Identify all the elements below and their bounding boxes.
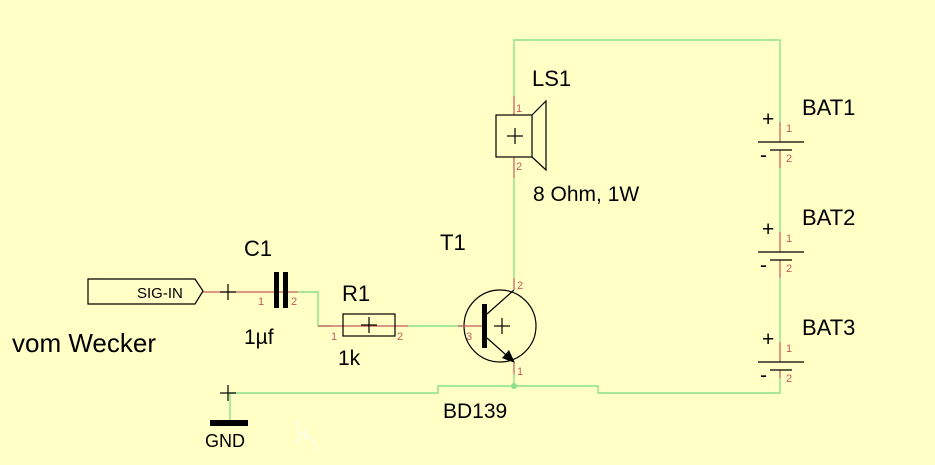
bat2-ref: BAT2	[802, 205, 855, 230]
sig-in-label: SIG-IN	[137, 285, 183, 302]
wire-c1-r1	[298, 291, 332, 327]
bat3-pin1: 1	[786, 343, 792, 355]
bat2-minus: -	[760, 254, 767, 277]
bat1-pin2: 2	[786, 153, 792, 165]
ls1-magnet	[495, 114, 533, 158]
c1-pin2: 2	[291, 296, 297, 308]
t1-pin3: 3	[466, 331, 472, 343]
r1-value: 1k	[338, 347, 361, 370]
battery-bat3: BAT3 + - 1 2	[758, 315, 855, 387]
gnd-bar	[210, 420, 248, 426]
ls1-ref: LS1	[532, 66, 571, 91]
bat3-plus: +	[762, 328, 774, 351]
ground-gnd: GND	[205, 385, 248, 451]
r1-body	[342, 313, 396, 337]
ls1-cone	[531, 99, 547, 172]
t1-collector-leg	[486, 289, 515, 315]
bat1-pin1: 1	[786, 123, 792, 135]
c1-ref: C1	[244, 236, 272, 261]
gnd-label: GND	[205, 431, 245, 451]
t1-base-bar	[482, 304, 487, 348]
c1-value: 1µf	[244, 326, 274, 349]
bat1-plus: +	[762, 108, 774, 131]
bat3-ref: BAT3	[802, 315, 855, 340]
bat2-pin1: 1	[786, 233, 792, 245]
capacitor-c1: C1 1 2 1µf	[244, 236, 298, 349]
bat1-minus: -	[760, 144, 767, 167]
wires	[229, 39, 781, 420]
bat2-plus: +	[762, 218, 774, 241]
resistor-r1: R1 1 2 1k	[318, 281, 408, 370]
transistor-t1: T1 2 3 1 BD139	[440, 230, 537, 423]
c1-plate-right	[283, 272, 288, 308]
bat1-ref: BAT1	[802, 95, 855, 120]
t1-value: BD139	[443, 400, 507, 423]
r1-pin2: 2	[397, 331, 403, 343]
bat2-pin2: 2	[786, 263, 792, 275]
c1-plate-left	[274, 272, 279, 308]
sig-in-port-shape	[87, 278, 204, 305]
speaker-ls1: LS1 1 2 8 Ohm, 1W	[495, 66, 639, 206]
battery-bat1: BAT1 + - 1 2	[758, 95, 855, 168]
r1-pin1: 1	[331, 331, 337, 343]
junction-dot	[511, 383, 517, 389]
ls1-pin1: 1	[516, 103, 522, 115]
t1-emitter-arrow	[502, 350, 515, 363]
c1-pin1: 1	[258, 296, 264, 308]
vom-wecker-text: vom Wecker	[12, 328, 156, 358]
input-port: SIG-IN vom Wecker	[12, 278, 262, 358]
ls1-pin2: 2	[516, 161, 522, 173]
wire-supply-top	[513, 39, 781, 122]
cursor-icon	[295, 419, 319, 453]
bat3-pin2: 2	[786, 373, 792, 385]
t1-pin1: 1	[517, 366, 523, 378]
r1-ref: R1	[342, 281, 370, 306]
battery-bat2: BAT2 + - 1 2	[758, 205, 855, 278]
wire-bat3-return	[229, 378, 781, 420]
t1-pin2: 2	[517, 280, 523, 292]
t1-ref: T1	[440, 230, 466, 255]
ls1-value: 8 Ohm, 1W	[533, 183, 639, 206]
bat3-minus: -	[760, 364, 767, 387]
